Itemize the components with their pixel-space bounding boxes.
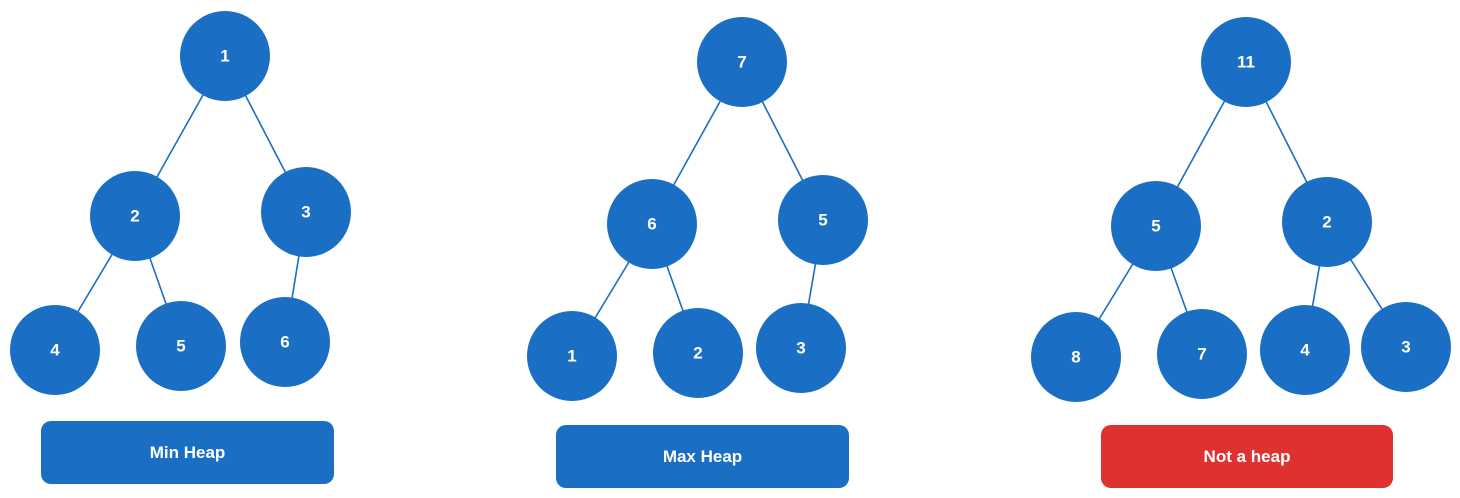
node-circle (1260, 305, 1350, 395)
node-label: 1 (220, 47, 229, 66)
tree-node: 1 (180, 11, 270, 101)
tree-not-a-heap: 11 5 2 8 7 4 3 (1031, 17, 1451, 402)
node-circle (1201, 17, 1291, 107)
node-label: 6 (280, 333, 289, 352)
node-circle (240, 297, 330, 387)
tree-node: 3 (261, 167, 351, 257)
caption-max-heap: Max Heap (556, 425, 849, 488)
node-circle (1361, 302, 1451, 392)
tree-min-heap: 1 2 3 4 5 6 (10, 11, 351, 395)
node-label: 2 (693, 344, 702, 363)
node-circle (1282, 177, 1372, 267)
node-label: 2 (130, 207, 139, 226)
node-label: 1 (567, 347, 576, 366)
tree-node: 6 (240, 297, 330, 387)
tree-node: 6 (607, 179, 697, 269)
tree-node: 4 (1260, 305, 1350, 395)
node-label: 4 (50, 341, 60, 360)
tree-node: 11 (1201, 17, 1291, 107)
tree-node: 5 (136, 301, 226, 391)
tree-node: 3 (1361, 302, 1451, 392)
node-circle (778, 175, 868, 265)
tree-node: 5 (1111, 181, 1201, 271)
node-circle (180, 11, 270, 101)
node-label: 5 (176, 337, 185, 356)
node-label: 8 (1071, 348, 1080, 367)
node-circle (607, 179, 697, 269)
caption-not-a-heap: Not a heap (1101, 425, 1393, 488)
tree-node: 4 (10, 305, 100, 395)
tree-node: 1 (527, 311, 617, 401)
caption-min-heap: Min Heap (41, 421, 334, 484)
node-circle (527, 311, 617, 401)
node-circle (261, 167, 351, 257)
tree-max-heap: 7 6 5 1 2 3 (527, 17, 868, 401)
tree-node: 2 (1282, 177, 1372, 267)
node-circle (1031, 312, 1121, 402)
tree-node: 2 (90, 171, 180, 261)
tree-node: 2 (653, 308, 743, 398)
tree-node: 7 (697, 17, 787, 107)
node-circle (136, 301, 226, 391)
node-label: 7 (1197, 345, 1206, 364)
node-label: 7 (737, 53, 746, 72)
node-label: 2 (1322, 213, 1331, 232)
node-circle (1157, 309, 1247, 399)
node-label: 5 (818, 211, 827, 230)
node-label: 11 (1237, 53, 1255, 72)
tree-node: 3 (756, 303, 846, 393)
node-circle (653, 308, 743, 398)
node-label: 3 (796, 339, 805, 358)
node-label: 3 (301, 203, 310, 222)
node-circle (10, 305, 100, 395)
node-circle (756, 303, 846, 393)
tree-node: 7 (1157, 309, 1247, 399)
tree-node: 5 (778, 175, 868, 265)
node-label: 3 (1401, 338, 1410, 357)
node-label: 6 (647, 215, 656, 234)
tree-node: 8 (1031, 312, 1121, 402)
node-circle (697, 17, 787, 107)
node-label: 4 (1300, 341, 1310, 360)
node-circle (90, 171, 180, 261)
node-circle (1111, 181, 1201, 271)
node-label: 5 (1151, 217, 1160, 236)
